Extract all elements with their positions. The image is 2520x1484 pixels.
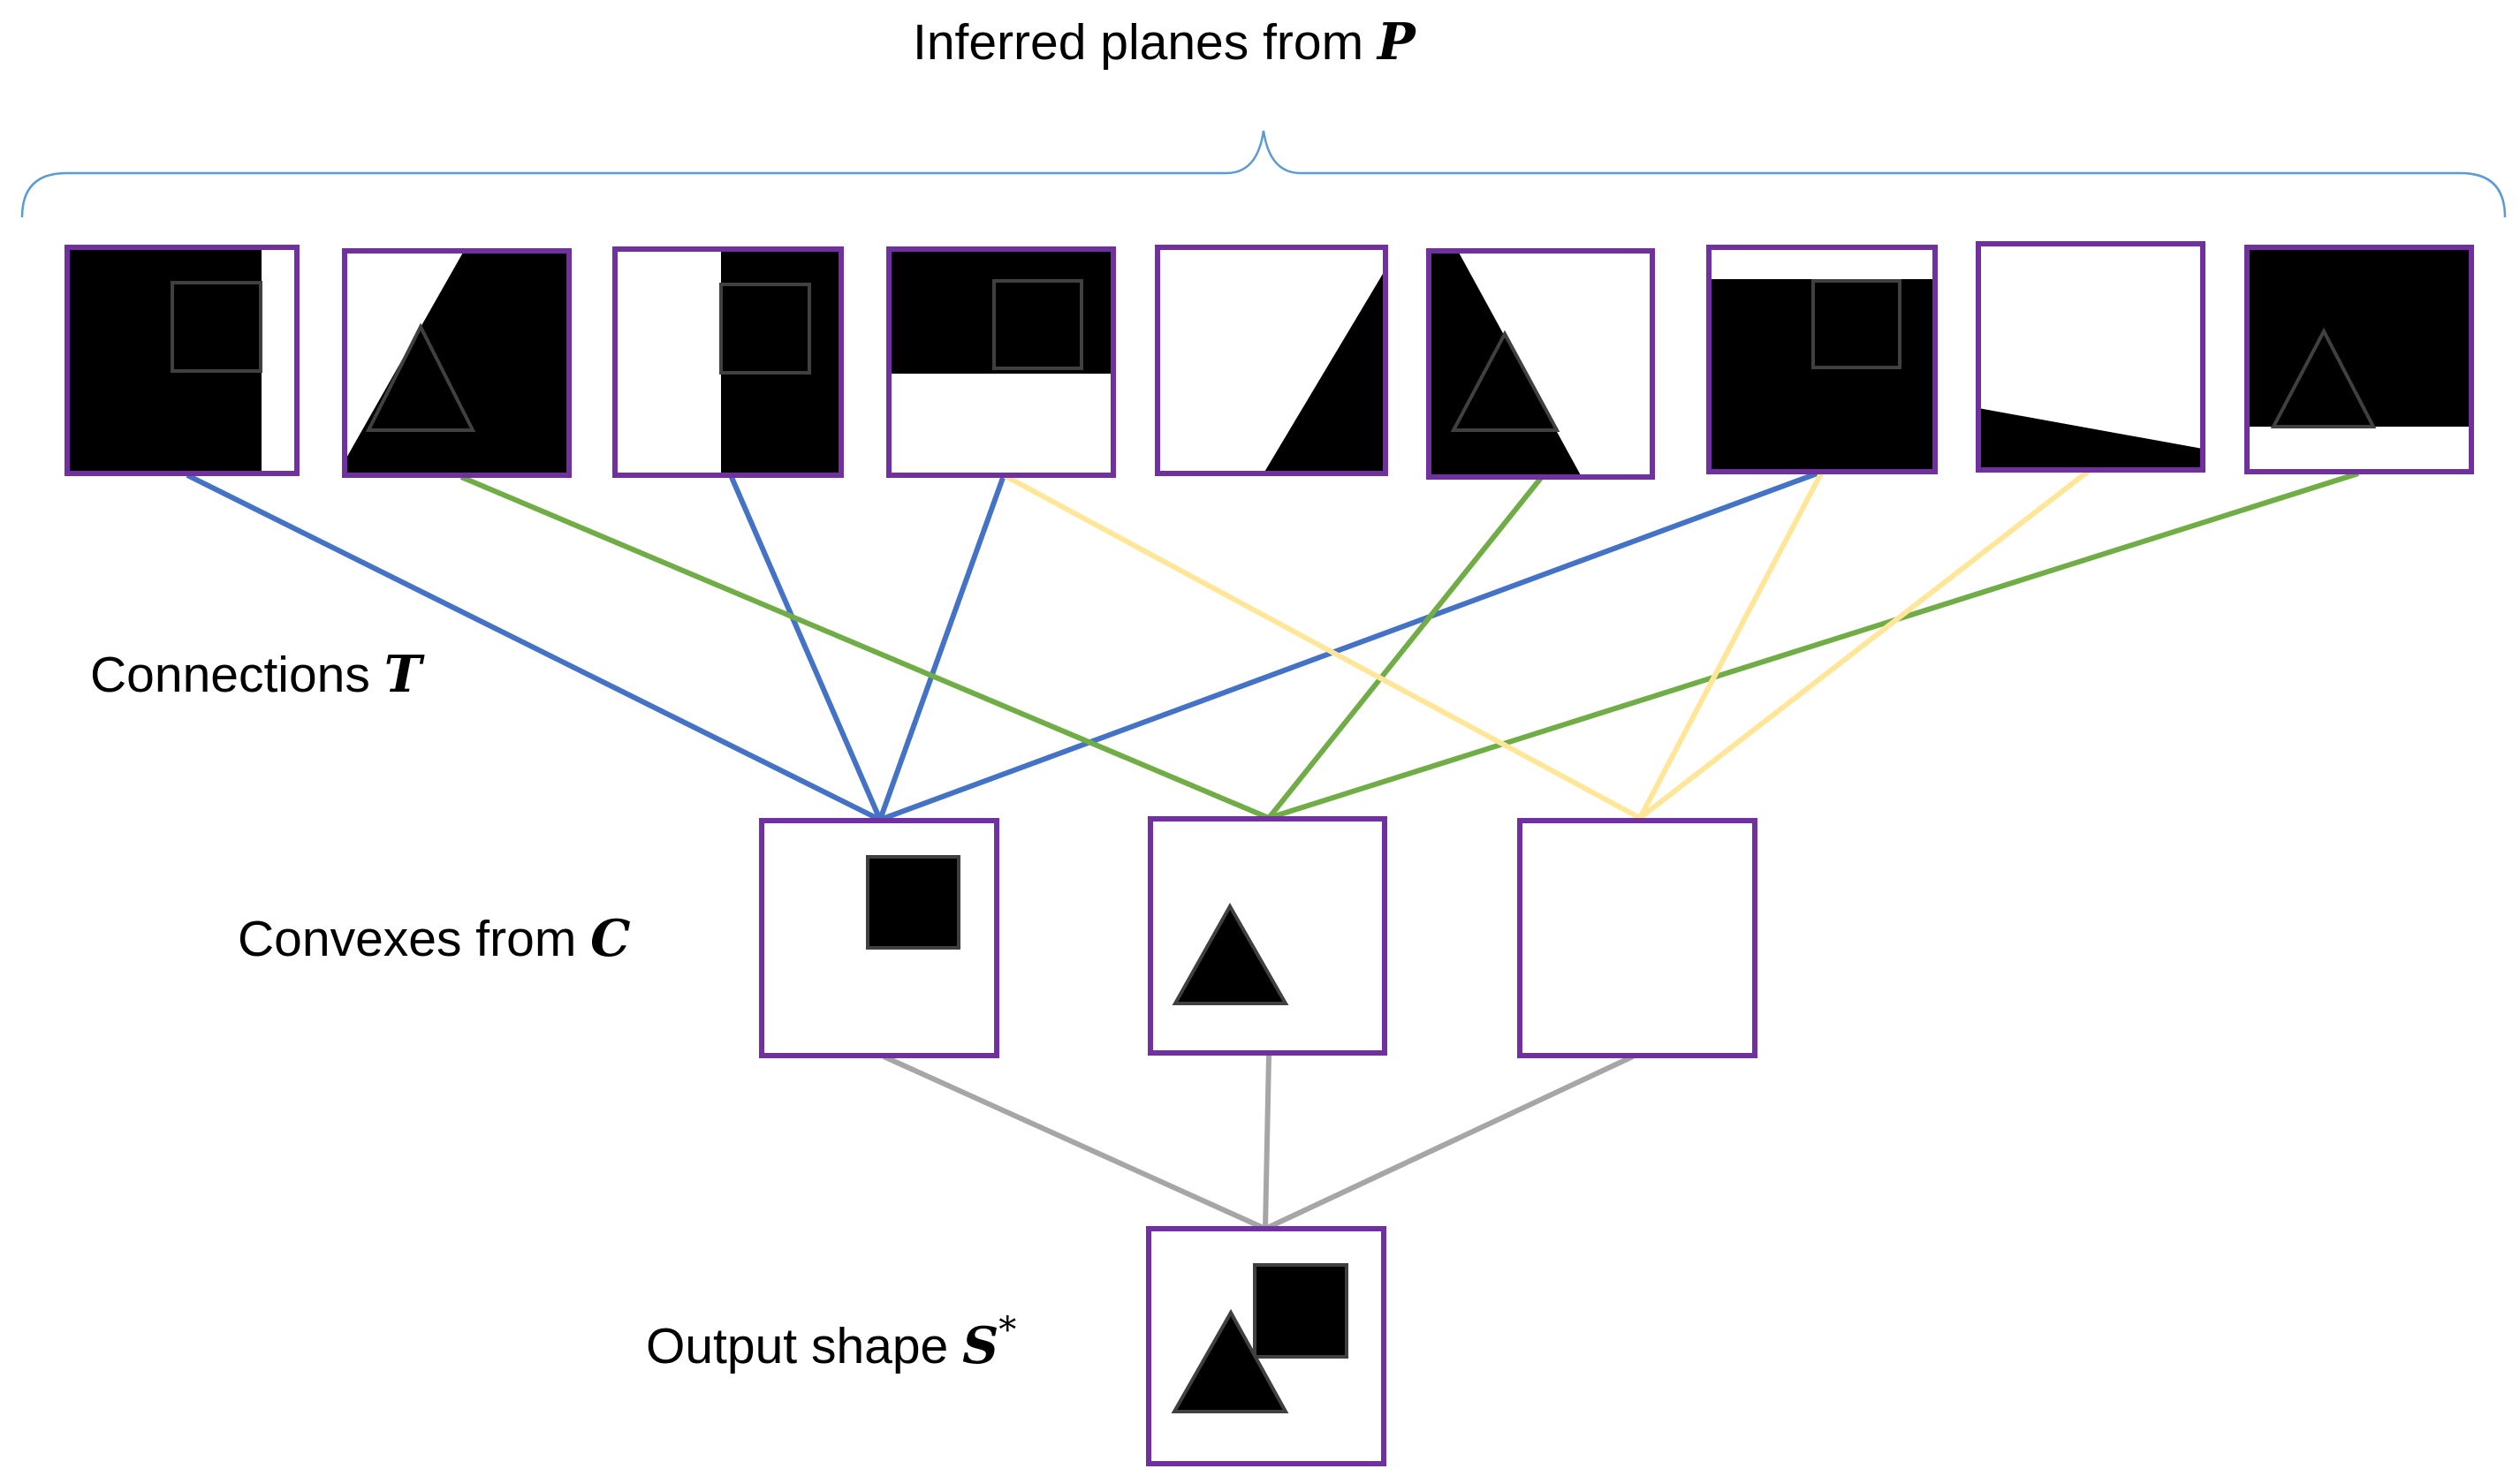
output-tile	[1146, 1226, 1386, 1466]
output-square	[1253, 1263, 1348, 1359]
convex-tiles	[759, 816, 1757, 1058]
planes-title: Inferred planes from P	[913, 12, 1417, 72]
plane-tile	[1976, 241, 2205, 473]
convex-triangle	[1172, 902, 1289, 1005]
connection-line	[1002, 473, 1642, 821]
connection-line	[186, 473, 882, 822]
output-link	[1263, 1055, 1271, 1230]
plane-tile	[1426, 248, 1655, 480]
plane-tile	[65, 245, 300, 476]
triangle-outline	[1450, 329, 1560, 432]
plane-tile	[342, 248, 572, 478]
plane-tile	[2244, 245, 2474, 474]
square-outline	[719, 283, 811, 375]
connection-line	[1268, 471, 2359, 821]
connection-line	[1637, 470, 1825, 820]
plane-tile	[1155, 245, 1388, 476]
connection-line	[728, 473, 883, 822]
convex-tile	[1517, 818, 1757, 1058]
output-link	[1264, 1054, 1635, 1231]
output-triangle	[1171, 1308, 1289, 1413]
connections-layer	[186, 468, 2359, 1231]
triangle-outline	[2270, 327, 2377, 428]
plane-tile	[612, 246, 844, 478]
plane-tile	[886, 246, 1116, 478]
connection-line	[877, 473, 1006, 822]
planes-brace	[20, 130, 2507, 218]
square-outline	[992, 279, 1083, 370]
connection-line	[1266, 476, 1544, 820]
convex-tile	[1148, 816, 1387, 1056]
convex-tile	[759, 818, 999, 1058]
connection-line	[1638, 468, 2091, 821]
plane-tiles	[65, 241, 2474, 480]
square-outline	[171, 281, 262, 373]
output-label: Output shape S*	[646, 1310, 1016, 1375]
output-link	[882, 1054, 1267, 1231]
connection-line	[878, 469, 1824, 822]
triangle-outline	[365, 322, 476, 432]
connections-label: Connections T	[90, 645, 425, 704]
plane-tile	[1706, 245, 1938, 474]
connection-line	[459, 474, 1271, 821]
convex-square	[866, 855, 960, 950]
convexes-label: Convexes from C	[238, 909, 631, 968]
square-outline	[1811, 279, 1901, 369]
